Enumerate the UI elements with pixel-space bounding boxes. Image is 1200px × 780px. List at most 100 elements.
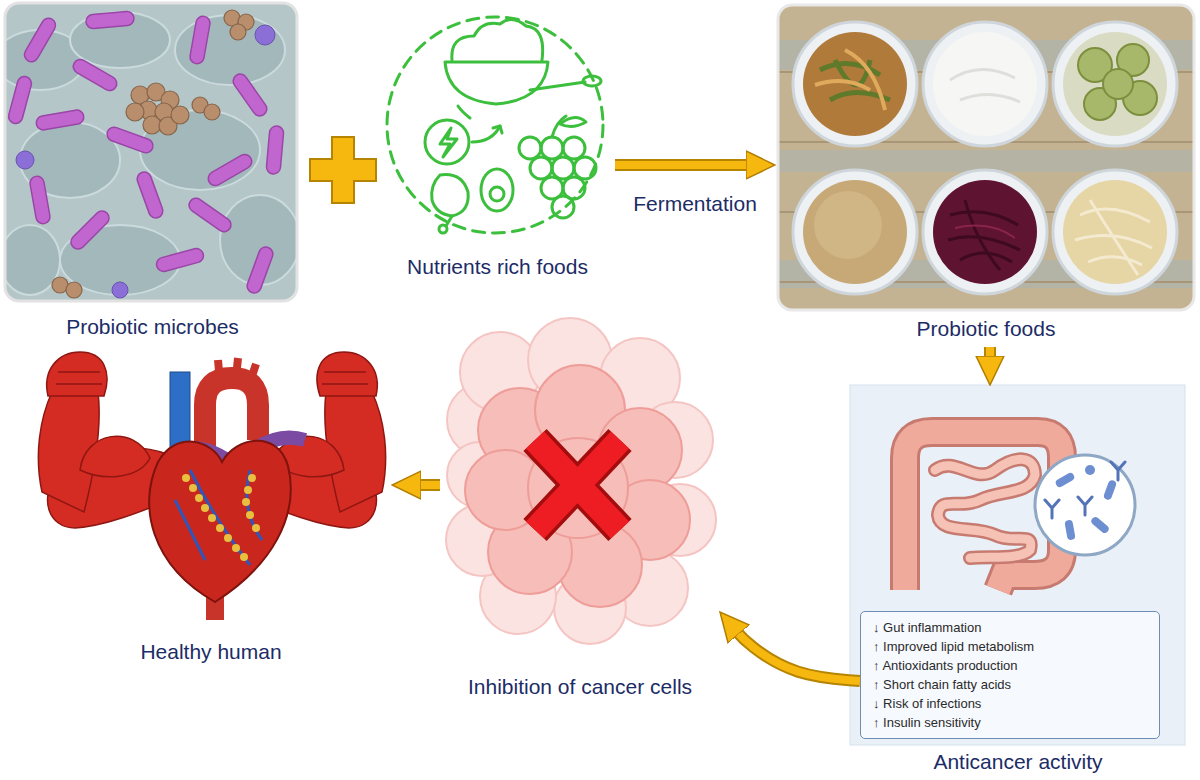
pickles xyxy=(1103,69,1133,99)
rod-bacterium xyxy=(189,15,211,65)
flow-arrow xyxy=(990,347,991,364)
nutrients-icon xyxy=(387,17,603,233)
nutrients-icon xyxy=(432,175,469,216)
cancer-cell xyxy=(465,365,690,607)
coronary-fat xyxy=(189,484,197,492)
nutrients-icon xyxy=(439,225,447,233)
caption-text: Inhibition of cancer cells xyxy=(468,674,692,700)
coronary-fat xyxy=(182,474,260,561)
coronary-fat xyxy=(232,544,240,552)
flexed-arm xyxy=(322,372,368,384)
rod-bacterium xyxy=(266,125,284,174)
gut-bacterium xyxy=(1054,472,1075,489)
effect-item: ↑ Improved lipid metabolism xyxy=(873,637,1147,656)
coronary-fat xyxy=(240,553,248,561)
cancer-cells-box: Inhibition of cancer cells xyxy=(440,330,720,705)
coccus-bacterium xyxy=(66,282,82,298)
red-cross xyxy=(535,440,620,530)
arrow-outline xyxy=(615,159,754,171)
coronary-fat xyxy=(248,474,256,482)
coronary-fat xyxy=(195,494,203,502)
pickles xyxy=(1078,44,1157,120)
epithelial-cell xyxy=(140,110,260,190)
gut-panel xyxy=(850,385,1185,745)
flow-arrow xyxy=(734,628,860,681)
nutrients-icon xyxy=(552,157,574,179)
rod-bacterium xyxy=(35,109,85,131)
nutrients-icon xyxy=(560,117,586,126)
healthy-human-box: Healthy human xyxy=(30,350,392,670)
epithelial-cell xyxy=(5,12,297,295)
flexed-arm xyxy=(47,352,107,396)
coronary-fat xyxy=(246,511,254,519)
rod-bacterium xyxy=(186,196,233,235)
rod-bacterium xyxy=(206,152,255,188)
arrow-shaft xyxy=(615,161,754,169)
rod-bacterium xyxy=(68,208,112,252)
kimchi xyxy=(815,50,885,110)
arrow-shaft xyxy=(413,481,440,489)
nutrients-icon xyxy=(574,157,596,179)
gut-bacterium xyxy=(1090,516,1110,535)
nutrients-icon xyxy=(541,137,563,159)
coronary-fat xyxy=(242,498,250,506)
yogurt xyxy=(933,32,1037,136)
rod-bacterium xyxy=(22,16,58,65)
caption-text: Probiotic microbes xyxy=(66,314,239,340)
sphere-bacterium xyxy=(112,282,128,298)
flexed-arm xyxy=(80,436,150,476)
magnifier-circle xyxy=(1035,455,1135,555)
rod-bacterium xyxy=(7,11,284,295)
coronary-fat xyxy=(208,514,216,522)
caption-text: Nutrients rich foods xyxy=(407,254,588,280)
flexed-arm xyxy=(56,372,102,384)
nutrients-icon xyxy=(446,216,452,226)
sauerkraut xyxy=(1063,180,1167,284)
arrow-shaft xyxy=(986,347,994,364)
cancer-cell xyxy=(528,438,628,538)
caption-text: Healthy human xyxy=(140,639,281,665)
beetroot xyxy=(955,226,1015,238)
kimchi xyxy=(803,32,907,136)
probiotic-foods-photo xyxy=(778,5,1194,310)
effect-item: ↑ Insulin sensitivity xyxy=(873,713,1147,732)
nutrients-icon xyxy=(452,19,543,60)
nutrients-icon xyxy=(552,196,574,218)
nutrients-icon xyxy=(583,76,601,86)
rod-bacterium xyxy=(231,71,270,118)
edge-label: Fermentation xyxy=(633,191,757,217)
coronary-fat xyxy=(244,486,252,494)
coccus-bacterium xyxy=(143,116,161,134)
effect-item: ↑ Short chain fatty acids xyxy=(873,675,1147,694)
small-intestine xyxy=(935,459,1035,558)
yogurt xyxy=(950,69,1020,102)
gut-bacterium xyxy=(1064,519,1075,540)
sphere-bacterium xyxy=(16,25,275,298)
microbe-micrograph xyxy=(5,3,297,301)
coronary-fat xyxy=(252,524,260,532)
effect-item: ↓ Gut inflammation xyxy=(873,618,1147,637)
caption-text: Probiotic foods xyxy=(917,316,1056,342)
gut-panel xyxy=(850,385,1185,745)
strong-heart xyxy=(38,352,385,620)
arrow-outline xyxy=(984,347,996,364)
kombucha xyxy=(814,191,882,259)
nutrients-icon xyxy=(530,82,585,90)
rod-bacterium xyxy=(29,175,51,225)
gut-bacterium xyxy=(1103,479,1117,501)
plus-symbol xyxy=(310,137,376,203)
nutrients-icon xyxy=(530,157,552,179)
probiotic-foods-photo xyxy=(778,5,1194,310)
sauerkraut xyxy=(1063,180,1167,284)
kombucha xyxy=(803,180,907,284)
effects-list-box: ↓ Gut inflammation↑ Improved lipid metab… xyxy=(860,611,1160,739)
cancer-cell xyxy=(446,318,716,644)
nutrients-icon xyxy=(519,137,541,159)
rod-bacterium xyxy=(135,170,165,220)
beetroot xyxy=(948,200,1020,270)
coccus-bacterium xyxy=(171,106,189,124)
coronary-fat xyxy=(182,474,190,482)
nutrients-icon xyxy=(440,128,457,157)
